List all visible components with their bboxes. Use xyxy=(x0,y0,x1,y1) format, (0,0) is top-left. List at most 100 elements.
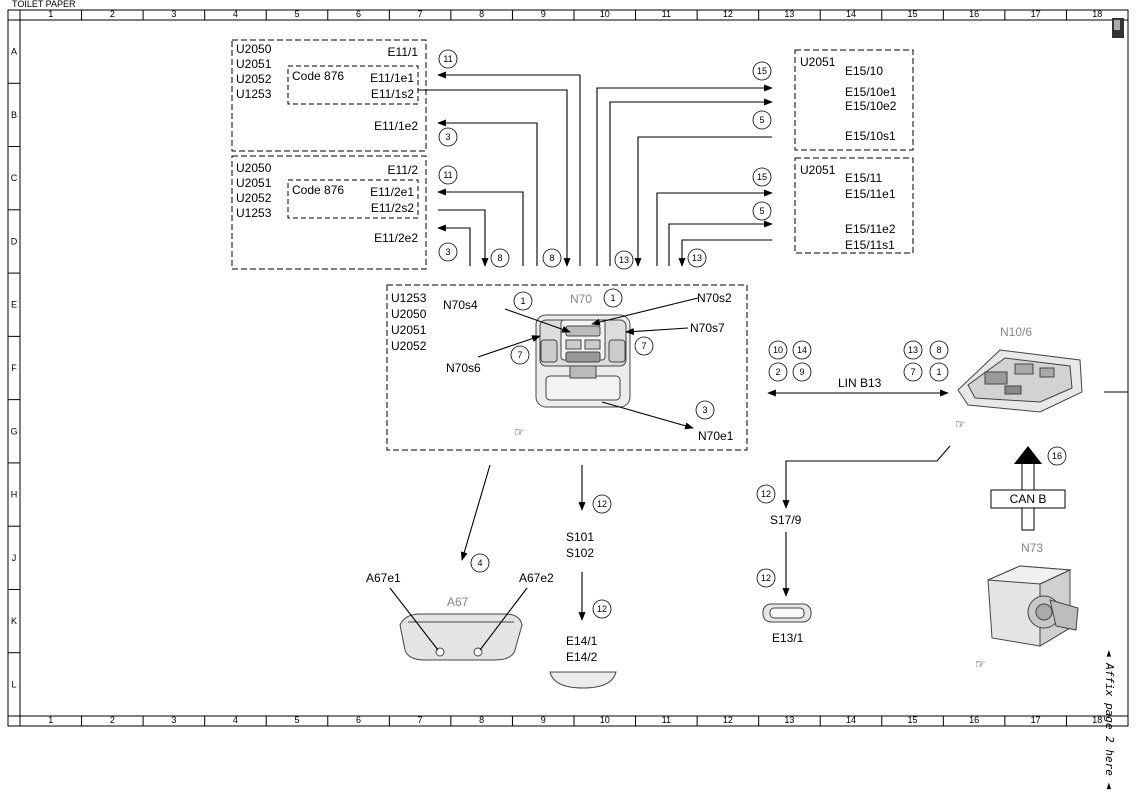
callout-c5: 11 xyxy=(443,170,452,180)
callout-c10: 8 xyxy=(549,253,554,263)
column-label: 18 xyxy=(1092,9,1102,19)
label-s17-9: S17/9 xyxy=(770,513,802,527)
column-label: 9 xyxy=(541,9,546,19)
overhead-control-panel-drawing xyxy=(535,314,631,408)
row-label: D xyxy=(11,236,18,246)
column-label: 3 xyxy=(171,9,176,19)
group4-code: U2051 xyxy=(800,163,836,177)
row-label: A xyxy=(11,47,17,57)
callout-c25: 1 xyxy=(936,367,941,377)
callout-c13: 1 xyxy=(520,296,525,306)
column-label: 11 xyxy=(662,715,671,725)
footwell-lamp-drawing xyxy=(549,671,617,689)
group2-code-1: U2050 xyxy=(236,161,272,175)
callout-c20: 2 xyxy=(775,367,780,377)
row-label: K xyxy=(11,616,17,626)
unit-s101: S101 S102 E14/1 E14/2 xyxy=(549,530,617,689)
center-code-4: U2052 xyxy=(391,339,427,353)
label-e11-1e2: E11/1e2 xyxy=(374,119,418,133)
label-e14-2: E14/2 xyxy=(566,650,598,664)
group1-sub-code: Code 876 xyxy=(292,69,344,83)
row-label: B xyxy=(11,110,17,120)
column-label: 4 xyxy=(233,9,238,19)
callout-c3: 3 xyxy=(445,132,450,142)
callout-c14: 1 xyxy=(610,293,615,303)
column-label: 11 xyxy=(662,9,671,19)
callout-c2: 15 xyxy=(757,66,767,76)
callout-c27: 12 xyxy=(761,489,771,499)
column-label: 1 xyxy=(48,715,53,725)
column-label: 16 xyxy=(969,9,979,19)
row-label: L xyxy=(11,679,16,689)
ignition-switch-drawing xyxy=(987,565,1079,647)
row-label: J xyxy=(12,553,17,563)
group1-code-4: U1253 xyxy=(236,87,272,101)
column-label: 17 xyxy=(1031,715,1041,725)
label-n70e1: N70e1 xyxy=(698,429,734,443)
column-label: 12 xyxy=(723,715,733,725)
column-label: 14 xyxy=(846,715,856,725)
column-label: 8 xyxy=(479,9,484,19)
column-label: 17 xyxy=(1031,9,1041,19)
callout-c30: 12 xyxy=(597,604,607,614)
group2-code-4: U1253 xyxy=(236,206,272,220)
row-label: H xyxy=(11,490,18,500)
label-a67e1: A67e1 xyxy=(366,571,401,585)
group2-sub-code: Code 876 xyxy=(292,183,344,197)
callout-c12: 13 xyxy=(692,253,702,263)
label-e14-1: E14/1 xyxy=(566,634,598,648)
label-e11-2e2: E11/2e2 xyxy=(374,231,418,245)
group1-code-2: U2051 xyxy=(236,57,272,71)
callout-c29: 12 xyxy=(597,499,607,509)
header-cut-text: TOILET PAPER xyxy=(12,0,76,9)
column-label: 4 xyxy=(233,715,238,725)
callout-c6: 15 xyxy=(757,172,767,182)
n10-6-title: N10/6 xyxy=(1000,325,1032,339)
can-b-label: CAN B xyxy=(1010,492,1047,506)
column-label: 13 xyxy=(784,715,794,725)
label-e15-10e1: E15/10e1 xyxy=(845,85,897,99)
label-e15-11e1: E15/11e1 xyxy=(845,187,896,201)
column-label: 2 xyxy=(110,715,115,725)
connection-lines xyxy=(389,71,951,651)
affix-page-note: ◄ Affix page 2 here ◄ xyxy=(1103,650,1116,789)
column-label: 5 xyxy=(294,9,299,19)
can-b-arrow xyxy=(1014,446,1042,531)
column-label: 6 xyxy=(356,9,361,19)
door-lamp-drawing xyxy=(762,603,812,623)
column-label: 7 xyxy=(418,9,423,19)
row-label: F xyxy=(11,363,17,373)
column-label: 15 xyxy=(908,715,918,725)
callout-c17: 3 xyxy=(702,405,707,415)
column-label: 6 xyxy=(356,715,361,725)
label-s102: S102 xyxy=(566,546,594,560)
label-e15-10e2: E15/10e2 xyxy=(845,99,897,113)
callout-c26: 16 xyxy=(1052,451,1062,461)
callout-c19: 14 xyxy=(797,345,807,355)
callout-c16: 7 xyxy=(641,341,646,351)
callout-c11: 13 xyxy=(619,255,629,265)
center-code-3: U2051 xyxy=(391,323,427,337)
label-s101: S101 xyxy=(566,530,594,544)
label-e13-1: E13/1 xyxy=(772,631,804,645)
callout-c8: 3 xyxy=(445,247,450,257)
unit-n73: N73 ☞ CAN B xyxy=(975,489,1079,671)
label-e15-10: E15/10 xyxy=(845,64,883,78)
group2-code-3: U2052 xyxy=(236,191,272,205)
a67-title: A67 xyxy=(447,595,469,609)
label-e11-1: E11/1 xyxy=(388,45,419,59)
n70-title: N70 xyxy=(570,292,592,306)
callout-c31: 12 xyxy=(761,573,771,583)
label-e15-11e2: E15/11e2 xyxy=(845,222,896,236)
center-n70: U1253 U2050 U2051 U2052 N70 N70s4 N70s2 … xyxy=(386,284,748,451)
column-ticks: 1122334455667788991010111112121313141415… xyxy=(19,9,1102,726)
label-e15-11s1: E15/11s1 xyxy=(845,238,895,252)
label-a67e2: A67e2 xyxy=(519,571,554,585)
callout-c7: 5 xyxy=(759,206,764,216)
group3-code: U2051 xyxy=(800,55,836,69)
callout-c15: 7 xyxy=(517,350,522,360)
callout-c9: 8 xyxy=(497,253,502,263)
label-e11-1e1: E11/1e1 xyxy=(370,71,414,85)
